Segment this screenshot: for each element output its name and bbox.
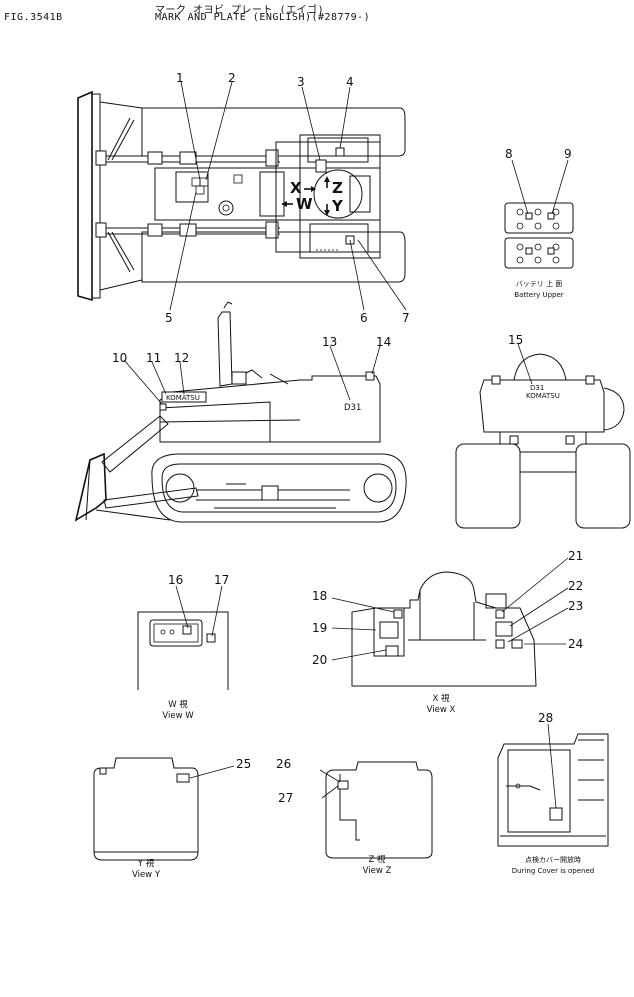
view-y-label: View Y: [132, 870, 161, 880]
callout-15: 15: [508, 333, 523, 347]
callout-3: 3: [297, 75, 305, 89]
callout-16: 16: [168, 573, 183, 587]
side-view-drawing: KOMATSU D31: [74, 301, 407, 523]
callout-25: 25: [236, 757, 251, 771]
view-x-drawing: [331, 557, 569, 687]
battery-jp-label: バッテリ 上 面: [516, 279, 562, 288]
side-model-decal: D31: [344, 403, 361, 413]
callout-14: 14: [376, 335, 391, 349]
view-z-label: View Z: [363, 866, 392, 876]
view-w-marker: W: [296, 195, 313, 213]
figure-number: FIG.3541B: [4, 12, 63, 23]
cover-label: During Cover is opened: [512, 867, 595, 875]
callout-20: 20: [312, 653, 327, 667]
view-x-label: View X: [427, 705, 456, 715]
callout-24: 24: [568, 637, 583, 651]
callout-9: 9: [564, 147, 572, 161]
callout-19: 19: [312, 621, 327, 635]
battery-label: Battery Upper: [514, 291, 563, 299]
view-x-marker: X: [290, 179, 302, 197]
view-w-label: View W: [162, 711, 194, 721]
side-brand-decal: KOMATSU: [166, 394, 200, 402]
callout-11: 11: [146, 351, 161, 365]
rear-view-drawing: D31 KOMATSU: [455, 343, 631, 529]
japanese-title: マーク オヨビ プレート (エイゴ): [155, 5, 325, 16]
callout-2: 2: [228, 71, 236, 85]
callout-7: 7: [402, 311, 410, 325]
callout-22: 22: [568, 579, 583, 593]
callout-21: 21: [568, 549, 583, 563]
callout-10: 10: [112, 351, 127, 365]
page-title: MARK AND PLATE (ENGLISH)(#28779-): [155, 12, 371, 23]
callout-17: 17: [214, 573, 229, 587]
battery-upper-drawing: [504, 159, 574, 269]
view-z-drawing: [319, 761, 433, 859]
rear-model-decal: D31: [530, 384, 544, 392]
callout-5: 5: [165, 311, 173, 325]
callout-18: 18: [312, 589, 327, 603]
view-y-drawing: [93, 757, 235, 861]
view-z-marker: Z: [332, 179, 343, 197]
cover-jp-label: 点検カバー開放時: [525, 855, 581, 864]
callout-27: 27: [278, 791, 293, 805]
rear-brand-decal: KOMATSU: [526, 392, 560, 400]
view-w-jp-label: W 視: [168, 699, 188, 710]
callout-4: 4: [346, 75, 354, 89]
callout-13: 13: [322, 335, 337, 349]
view-z-jp-label: Z 視: [368, 854, 386, 865]
view-x-jp-label: X 視: [432, 693, 450, 704]
top-view-drawing: X W Z Y: [77, 81, 407, 311]
callout-23: 23: [568, 599, 583, 613]
callout-28: 28: [538, 711, 553, 725]
view-w-drawing: [137, 585, 229, 690]
callout-26: 26: [276, 757, 291, 771]
view-y-marker: Y: [331, 197, 344, 215]
callout-6: 6: [360, 311, 368, 325]
view-y-jp-label: Y 視: [137, 858, 155, 869]
cover-opened-drawing: [497, 723, 609, 847]
callout-1: 1: [176, 71, 184, 85]
callout-8: 8: [505, 147, 513, 161]
callout-12: 12: [174, 351, 189, 365]
